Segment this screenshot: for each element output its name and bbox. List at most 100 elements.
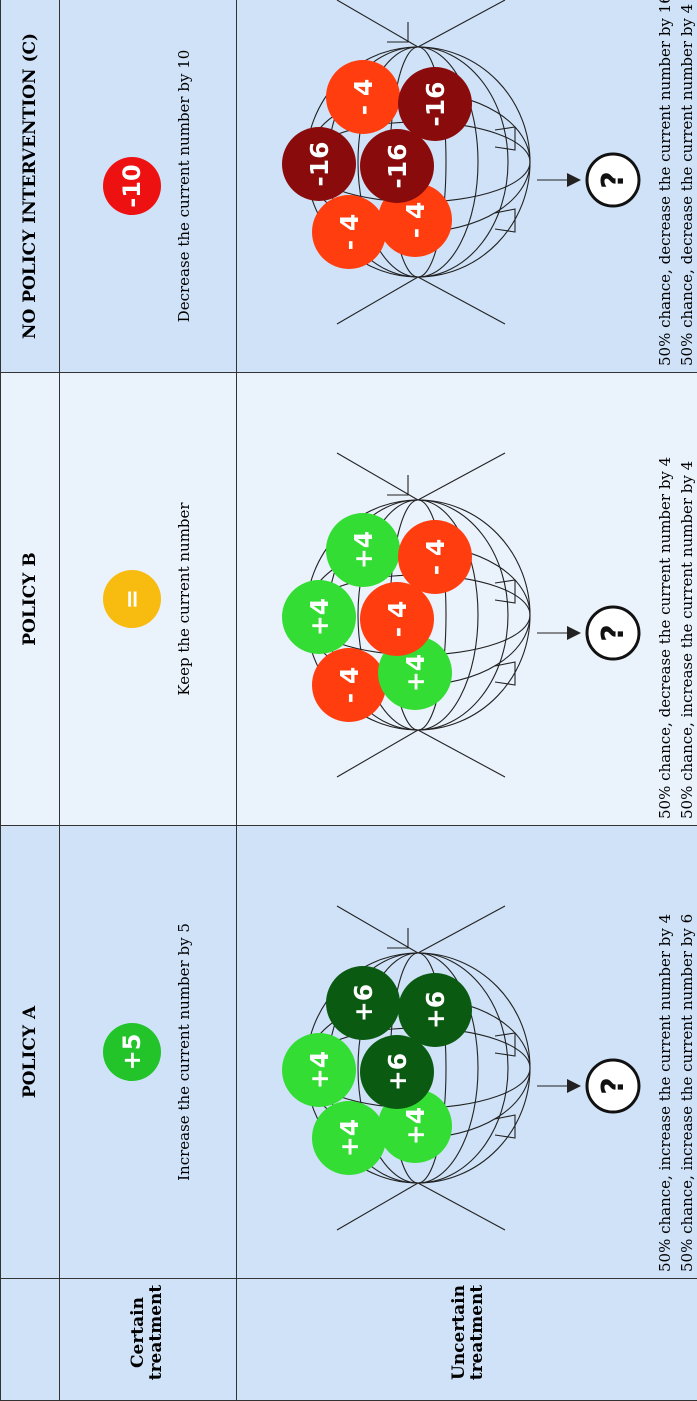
draw-result-circle — [585, 605, 641, 661]
draw-result-symbol: ? — [596, 171, 631, 188]
lottery-ball-label: +6 — [383, 1053, 412, 1091]
draw-result-circle — [585, 152, 641, 208]
odds-line: 50% chance, increase the current number … — [678, 913, 696, 1272]
urn-leg — [417, 276, 506, 325]
certain-row-label: Certain treatment — [59, 1278, 237, 1401]
urn-diagram-c: ?- 4-16- 4-16- 4-16 — [282, 0, 641, 325]
urn-diagram-a: ?+4+4+4+6+6+6 — [282, 905, 641, 1231]
lottery-ball — [312, 648, 386, 722]
policy-a-certain: +5 Increase the current number by 5 — [59, 825, 237, 1279]
lottery-ball-label: -16 — [421, 81, 450, 126]
urn-group: ?- 4-16- 4-16- 4-16 — [282, 0, 641, 325]
odds-c: 50% chance, decrease the current number … — [654, 0, 697, 366]
uncertain-row: Uncertain treatment ?+4+4+4+6+6+6 50% ch… — [236, 0, 697, 1401]
lottery-ball — [360, 129, 434, 203]
lottery-ball-label: - 4 — [383, 601, 412, 637]
urn-group: ?+4+4+4+6+6+6 — [282, 905, 641, 1231]
lottery-ball-label: +4 — [401, 654, 430, 692]
urn-handle — [387, 475, 409, 496]
arrow-head — [567, 173, 581, 187]
urn-leg — [417, 452, 506, 501]
urn-chute — [494, 208, 516, 233]
urn-chute — [494, 1114, 516, 1139]
urn-leg — [417, 0, 506, 48]
lottery-ball-label: - 4 — [349, 79, 378, 115]
lottery-ball-label: +4 — [335, 1119, 364, 1157]
lottery-ball — [326, 60, 400, 134]
uncertain-row-label: Uncertain treatment — [236, 1278, 697, 1401]
urn-leg — [336, 1182, 419, 1231]
odds-line: 50% chance, decrease the current number … — [656, 456, 674, 819]
policy-a-uncertain: ?+4+4+4+6+6+6 50% chance, increase the c… — [236, 825, 697, 1279]
draw-result-symbol: ? — [596, 624, 631, 641]
urn-handle — [387, 928, 409, 949]
lottery-ball-label: +4 — [349, 531, 378, 569]
lottery-ball — [282, 127, 356, 201]
lottery-ball-label: +4 — [305, 1051, 334, 1089]
certain-badge-b: = — [103, 570, 161, 628]
urn-leg — [417, 1182, 506, 1231]
certain-badge-c: -10 — [103, 157, 161, 215]
urn-leg — [417, 729, 506, 778]
arrow-head — [567, 1079, 581, 1093]
odds-line: 50% chance, decrease the current number … — [656, 0, 674, 366]
lottery-ball-label: - 4 — [335, 667, 364, 703]
policy-c-uncertain: ?- 4-16- 4-16- 4-16 50% chance, decrease… — [236, 0, 697, 373]
lottery-ball — [312, 1101, 386, 1175]
urn-leg — [336, 452, 419, 501]
odds-line: 50% chance, decrease the current number … — [678, 3, 696, 366]
lottery-ball — [282, 580, 356, 654]
urn-leg — [417, 905, 506, 954]
urn-group: ? - 4 +4 +4 - 4 +4 - 4 — [282, 452, 641, 778]
odds-b: 50% chance, decrease the current number … — [654, 367, 697, 819]
lottery-ball — [326, 966, 400, 1040]
policy-b-header: POLICY B — [0, 372, 60, 826]
odds-line: 50% chance, increase the current number … — [656, 913, 674, 1272]
odds-a: 50% chance, increase the current number … — [654, 820, 697, 1272]
lottery-ball-label: - 4 — [421, 539, 450, 575]
odds-line: 50% chance, increase the current number … — [678, 460, 696, 819]
lottery-ball-label: - 4 — [335, 214, 364, 250]
lottery-ball — [282, 1033, 356, 1107]
arrow-head — [567, 626, 581, 640]
draw-result-circle — [585, 1058, 641, 1114]
policy-b-uncertain: ? - 4 +4 +4 - 4 +4 - 4 50% chance, decrease th… — [236, 372, 697, 826]
lottery-ball-label: +6 — [421, 991, 450, 1029]
urn-handle — [387, 22, 409, 43]
certain-text-b: Keep the current number — [175, 502, 193, 696]
urn-leg — [336, 276, 419, 325]
certain-row: Certain treatment +5 Increase the curren… — [59, 0, 237, 1401]
lottery-ball-label: - 4 — [401, 202, 430, 238]
urn-leg — [336, 905, 419, 954]
certain-text-a: Increase the current number by 5 — [175, 923, 193, 1181]
urn-leg — [336, 0, 419, 48]
lottery-ball — [326, 513, 400, 587]
urn-diagram-b: ? - 4 +4 +4 - 4 +4 - 4 — [282, 452, 641, 778]
lottery-ball-label: +4 — [401, 1107, 430, 1145]
lottery-ball-label: +6 — [349, 984, 378, 1022]
certain-badge-a: +5 — [103, 1023, 161, 1081]
policy-b-certain: = Keep the current number — [59, 372, 237, 826]
lottery-ball-label: -16 — [383, 143, 412, 188]
lottery-ball-label: -16 — [305, 141, 334, 186]
policy-c-certain: -10 Decrease the current number by 10 — [59, 0, 237, 373]
lottery-ball — [398, 973, 472, 1047]
urn-leg — [336, 729, 419, 778]
header-row: POLICY A POLICY B NO POLICY INTERVENTION… — [0, 0, 60, 1401]
lottery-ball-label: +4 — [305, 598, 334, 636]
draw-result-symbol: ? — [596, 1077, 631, 1094]
urn-chute — [494, 661, 516, 686]
lottery-ball — [360, 582, 434, 656]
policy-a-header: POLICY A — [0, 825, 60, 1279]
corner-cell — [0, 1278, 60, 1401]
urn-chute — [494, 1032, 516, 1057]
lottery-ball — [398, 520, 472, 594]
urn-chute — [494, 579, 516, 604]
lottery-ball — [398, 67, 472, 141]
policy-c-header: NO POLICY INTERVENTION (C) — [0, 0, 60, 373]
certain-text-c: Decrease the current number by 10 — [175, 49, 193, 323]
lottery-ball — [360, 1035, 434, 1109]
lottery-ball — [312, 195, 386, 269]
